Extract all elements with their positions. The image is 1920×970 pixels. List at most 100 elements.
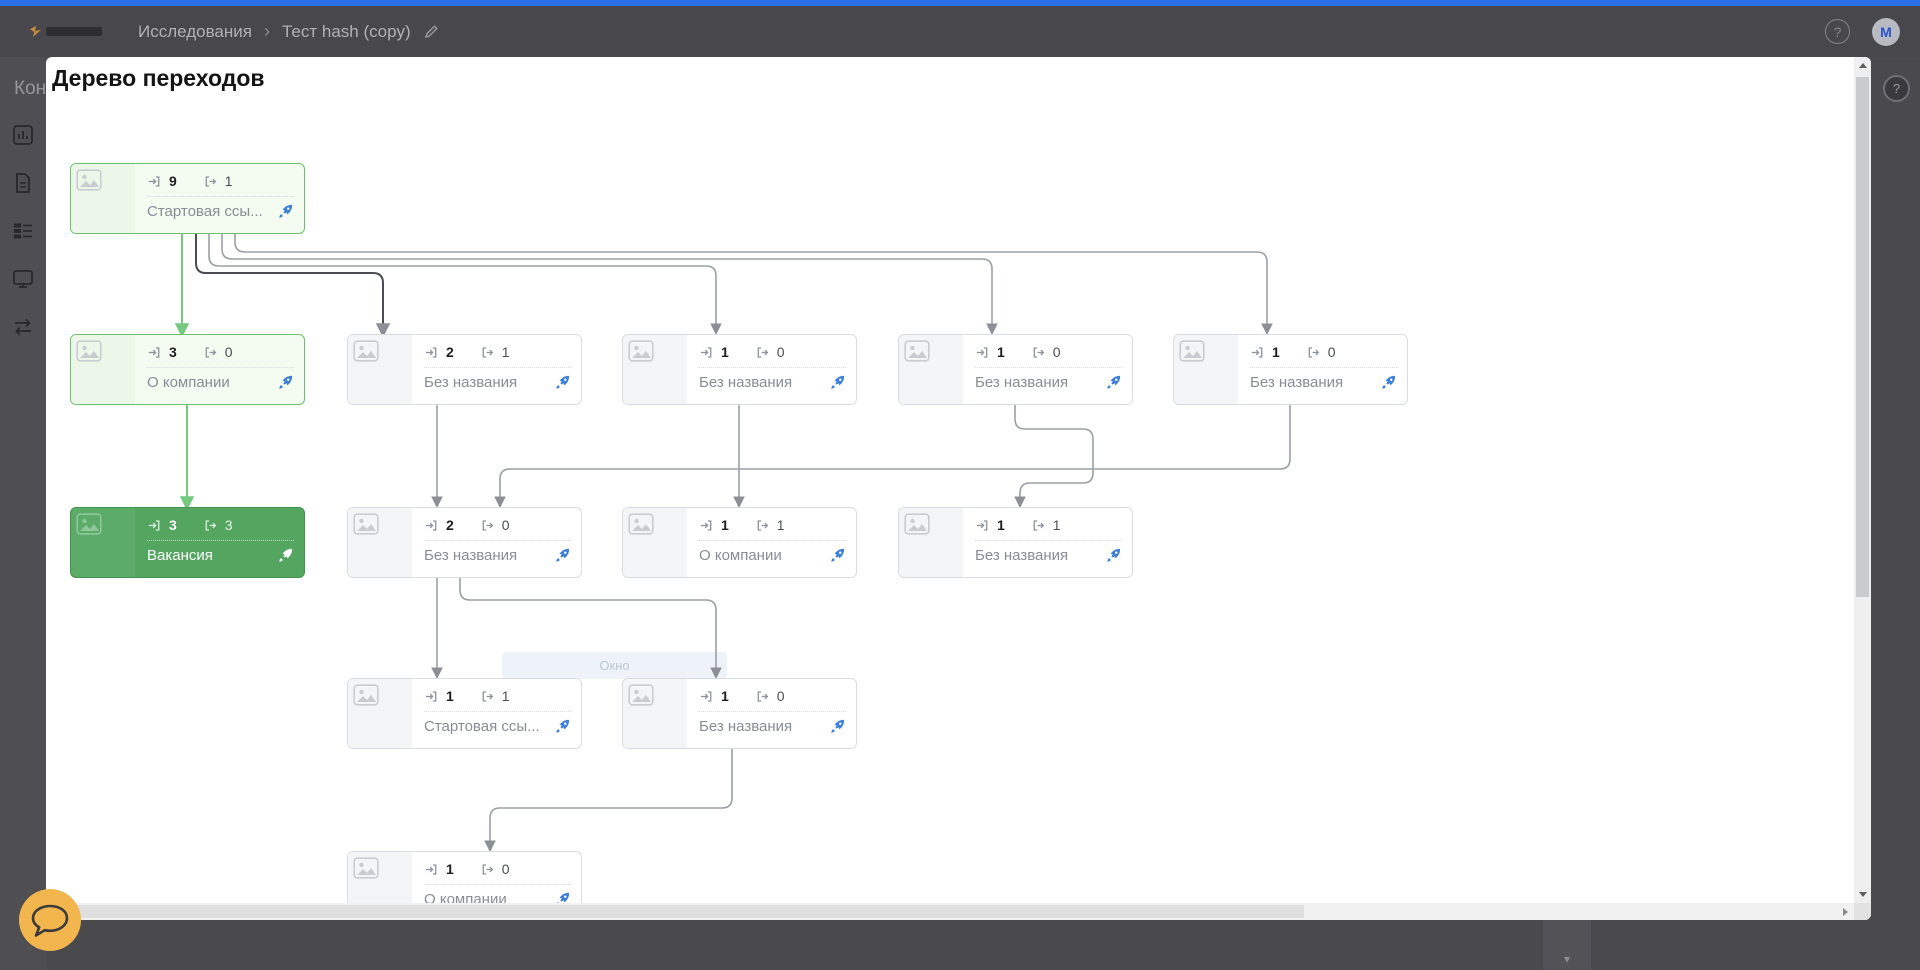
visits-in-icon <box>699 518 714 533</box>
tree-node-vacancy-selected[interactable]: 3 3 Вакансия <box>70 507 305 578</box>
node-stats: 1 0 <box>1250 344 1397 368</box>
sidebar-item-report[interactable] <box>11 171 35 195</box>
sidebar-item-segments[interactable] <box>11 219 35 243</box>
background-page-heading: Кон <box>14 78 47 99</box>
app-logo[interactable] <box>30 26 102 37</box>
horizontal-scrollbar[interactable] <box>46 903 1854 920</box>
node-stats: 1 0 <box>975 344 1122 368</box>
transition-tree-modal: Дерево переходов Окно 9 1 Ст <box>46 57 1871 920</box>
tree-node-start[interactable]: 9 1 Стартовая ссы... <box>70 163 305 234</box>
node-thumbnail <box>899 335 963 404</box>
node-stats: 1 0 <box>699 344 846 368</box>
node-stats: 1 1 <box>975 517 1122 541</box>
visits-out-count: 0 <box>501 861 510 877</box>
rocket-icon[interactable] <box>277 374 294 391</box>
rocket-icon[interactable] <box>554 547 571 564</box>
image-placeholder-icon <box>628 684 654 706</box>
tree-node-untitled[interactable]: 1 0 Без названия <box>622 678 857 749</box>
node-stats: 1 0 <box>699 688 846 712</box>
sidebar-item-analytics[interactable] <box>11 123 35 147</box>
visits-out-count: 1 <box>1052 517 1061 533</box>
node-thumbnail <box>1174 335 1238 404</box>
node-title: Без названия <box>975 547 1069 564</box>
top-accent-bar <box>0 0 1920 6</box>
scroll-right-button[interactable] <box>1837 903 1854 920</box>
node-thumbnail <box>348 508 412 577</box>
visits-in-count: 1 <box>721 688 729 704</box>
visits-in-count: 1 <box>997 344 1005 360</box>
node-stats: 9 1 <box>147 173 294 197</box>
visits-out-icon <box>203 174 218 189</box>
image-placeholder-icon <box>76 513 102 535</box>
rocket-icon[interactable] <box>554 374 571 391</box>
help-icon[interactable]: ? <box>1825 19 1850 44</box>
rocket-icon[interactable] <box>829 718 846 735</box>
node-stats: 3 3 <box>147 517 294 541</box>
node-title: Без названия <box>424 374 518 391</box>
visits-out-count: 0 <box>1052 344 1061 360</box>
edge-0-3 <box>208 234 722 336</box>
rocket-icon[interactable] <box>829 374 846 391</box>
visits-in-count: 1 <box>997 517 1005 533</box>
tree-node-untitled[interactable]: 1 0 Без названия <box>898 334 1133 405</box>
node-title: Без названия <box>975 374 1069 391</box>
node-thumbnail <box>348 679 412 748</box>
rocket-icon[interactable] <box>1105 547 1122 564</box>
node-thumbnail <box>71 164 135 233</box>
edge-7-11 <box>459 578 722 680</box>
rocket-icon[interactable] <box>277 203 294 220</box>
breadcrumb-section[interactable]: Исследования <box>138 21 252 41</box>
visits-in-count: 1 <box>721 344 729 360</box>
breadcrumb-separator-icon: › <box>263 21 270 41</box>
scroll-down-button[interactable] <box>1854 886 1871 903</box>
visits-out-count: 1 <box>501 344 510 360</box>
tree-node-untitled[interactable]: 1 0 Без названия <box>1173 334 1408 405</box>
rocket-icon[interactable] <box>1380 374 1397 391</box>
node-stats: 1 1 <box>699 517 846 541</box>
node-thumbnail <box>623 335 687 404</box>
chat-widget-button[interactable] <box>19 889 81 951</box>
image-placeholder-icon <box>76 169 102 191</box>
tree-node-untitled[interactable]: 1 0 Без названия <box>622 334 857 405</box>
image-placeholder-icon <box>628 513 654 535</box>
rocket-icon[interactable] <box>1105 374 1122 391</box>
node-title: О компании <box>699 547 782 564</box>
visits-in-icon <box>424 518 439 533</box>
tree-node-start-link[interactable]: 1 1 Стартовая ссы... <box>347 678 582 749</box>
visits-in-icon <box>975 518 990 533</box>
rocket-icon[interactable] <box>554 718 571 735</box>
visits-out-icon <box>1306 345 1321 360</box>
sidebar-item-transitions[interactable] <box>11 315 35 339</box>
node-thumbnail <box>623 508 687 577</box>
sidebar-item-screens[interactable] <box>11 267 35 291</box>
image-placeholder-icon <box>353 340 379 362</box>
visits-in-count: 1 <box>721 517 729 533</box>
avatar[interactable]: M <box>1872 17 1900 46</box>
node-title: Вакансия <box>147 547 213 564</box>
tree-node-about-company[interactable]: 3 0 О компании <box>70 334 305 405</box>
visits-out-count: 0 <box>224 344 233 360</box>
visits-in-icon <box>147 345 162 360</box>
edge-0-2 <box>195 234 391 338</box>
vertical-scroll-thumb[interactable] <box>1856 77 1869 597</box>
tree-node-untitled[interactable]: 1 1 Без названия <box>898 507 1133 578</box>
tree-node-about-company[interactable]: 1 1 О компании <box>622 507 857 578</box>
tree-node-untitled[interactable]: 2 1 Без названия <box>347 334 582 405</box>
tree-node-untitled[interactable]: 2 0 Без названия <box>347 507 582 578</box>
node-stats: 3 0 <box>147 344 294 368</box>
visits-in-count: 3 <box>169 517 177 533</box>
visits-out-icon <box>755 518 770 533</box>
visits-in-icon <box>424 345 439 360</box>
visits-in-count: 2 <box>446 517 454 533</box>
visits-out-count: 0 <box>776 688 785 704</box>
node-title: Стартовая ссы... <box>424 718 540 735</box>
node-thumbnail <box>348 335 412 404</box>
rocket-icon[interactable] <box>277 547 294 564</box>
vertical-scrollbar[interactable] <box>1854 57 1871 903</box>
edit-pencil-icon[interactable] <box>423 23 440 40</box>
edge-0-4 <box>221 234 998 336</box>
rocket-icon[interactable] <box>829 547 846 564</box>
scroll-up-button[interactable] <box>1854 57 1871 74</box>
horizontal-scroll-thumb[interactable] <box>64 905 1304 918</box>
breadcrumb: Исследования › Тест hash (copy) <box>138 21 440 42</box>
